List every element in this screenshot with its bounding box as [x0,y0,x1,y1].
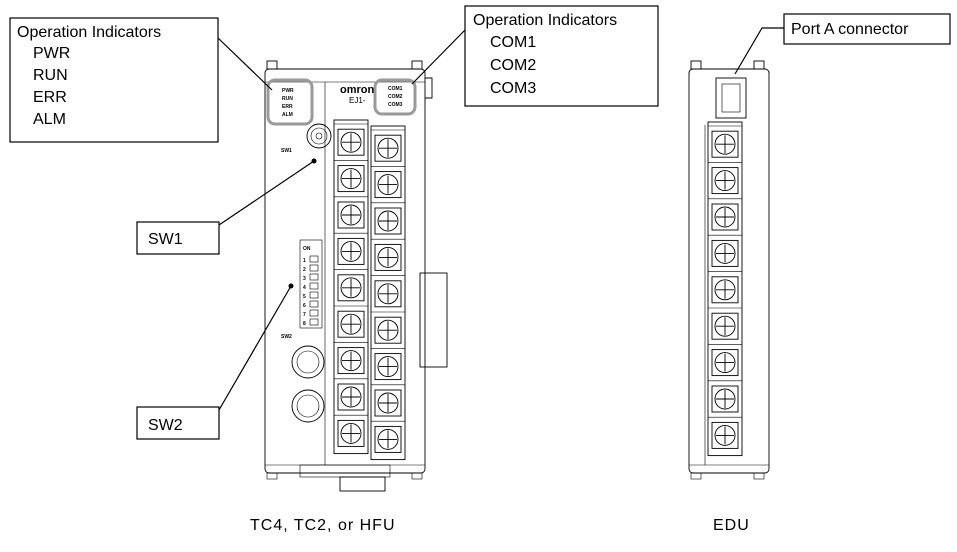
leader-line [411,29,466,85]
terminal-screw-icon [337,383,365,411]
terminal-screw-icon [337,128,365,156]
terminal-screw-icon [374,389,402,417]
led-label-com2: COM2 [388,94,403,100]
dip-on-label: ON [303,246,311,252]
callout-item-com2: COM2 [490,57,536,74]
terminal-screw-icon [374,280,402,308]
terminal-screw-icon [711,130,739,158]
terminal-screw-icon [337,165,365,193]
unit-right [688,60,770,480]
terminal-screw-icon [374,171,402,199]
terminal-screw-icon [337,201,365,229]
callout-item-alm: ALM [33,111,66,128]
round-connector-icon [291,389,325,423]
led-label-run: RUN [282,96,293,102]
top-screw-right [411,60,423,70]
caption-right: EDU [713,517,750,534]
terminal-screw-icon [374,207,402,235]
dip-switch-sw2: ON 1 2 3 4 5 6 7 8 [299,239,323,329]
led-label-err: ERR [282,104,293,110]
unit-left-body [264,68,426,474]
leader-dot [288,283,294,289]
dip-number: 3 [303,276,306,282]
terminal-screw-icon [374,243,402,271]
terminal-screw-icon [711,203,739,231]
callout-sw2: SW2 [136,283,294,440]
leader-line [734,27,784,75]
terminal-screw-icon [374,316,402,344]
terminal-block-left [333,119,406,461]
brand-logo: omron [340,84,375,96]
terminal-screw-icon [374,425,402,453]
led-label-pwr: PWR [282,88,294,94]
side-extension [419,272,448,368]
unit-right-body [688,68,770,474]
sw1-device-label: SW1 [281,148,292,154]
terminal-screw-icon [711,276,739,304]
leader-line [218,285,292,411]
callout-item-com3: COM3 [490,80,536,97]
led-label-alm: ALM [282,112,293,118]
terminal-screw-icon [337,419,365,447]
led-highlight-left [266,78,314,126]
edu-top-screw-right [753,60,765,70]
top-screw-left [266,60,278,70]
right-latch [425,77,433,99]
callout-sw2-label: SW2 [148,417,183,434]
dip-number: 4 [303,285,306,291]
leader-line [218,160,315,226]
port-a-connector-icon [715,77,747,119]
dip-number: 5 [303,294,306,300]
callout-sw1-label: SW1 [148,231,183,248]
dip-number: 6 [303,303,306,309]
callout-operation-indicators-left: Operation Indicators PWR RUN ERR ALM [9,17,273,143]
callout-title: Operation Indicators [17,24,161,41]
callout-port-a-label: Port A connector [791,21,909,38]
terminal-screw-icon [337,237,365,265]
leader-line [217,37,273,91]
led-label-com3: COM3 [388,102,403,108]
dip-number: 2 [303,267,306,273]
caption-left: TC4, TC2, or HFU [250,517,396,534]
terminal-screw-icon [711,239,739,267]
terminal-screw-icon [337,347,365,375]
round-connector-icon [291,345,325,379]
leader-dot [311,158,317,164]
sw2-device-label: SW2 [281,334,292,340]
model-label: EJ1- [349,96,366,105]
callout-port-a-connector: Port A connector [734,13,951,75]
dip-number: 7 [303,312,306,318]
terminal-screw-icon [711,312,739,340]
terminal-screw-icon [711,349,739,377]
callout-title: Operation Indicators [473,12,617,29]
edu-top-screw-left [690,60,702,70]
terminal-screw-icon [711,385,739,413]
terminal-screw-icon [711,167,739,195]
callout-operation-indicators-right: Operation Indicators COM1 COM2 COM3 [411,5,659,107]
callout-item-run: RUN [33,67,68,84]
callout-item-pwr: PWR [33,45,70,62]
terminal-screw-icon [374,353,402,381]
terminal-screw-icon [711,421,739,449]
sw1-rotary-icon [306,123,332,149]
unit-left: PWR RUN ERR ALM omron EJ1- COM1 COM2 COM… [264,60,448,492]
com-highlight [373,78,417,116]
terminal-screw-icon [337,310,365,338]
terminal-screw-icon [374,134,402,162]
dip-number: 8 [303,321,306,327]
callout-item-err: ERR [33,89,67,106]
unit-left-base [299,464,391,478]
callout-item-com1: COM1 [490,34,536,51]
led-label-com1: COM1 [388,86,403,92]
unit-left-bottom-tab [339,476,386,492]
terminal-screw-icon [337,274,365,302]
terminal-block-right [707,121,743,457]
dip-number: 1 [303,258,306,264]
callout-sw1: SW1 [136,158,317,255]
